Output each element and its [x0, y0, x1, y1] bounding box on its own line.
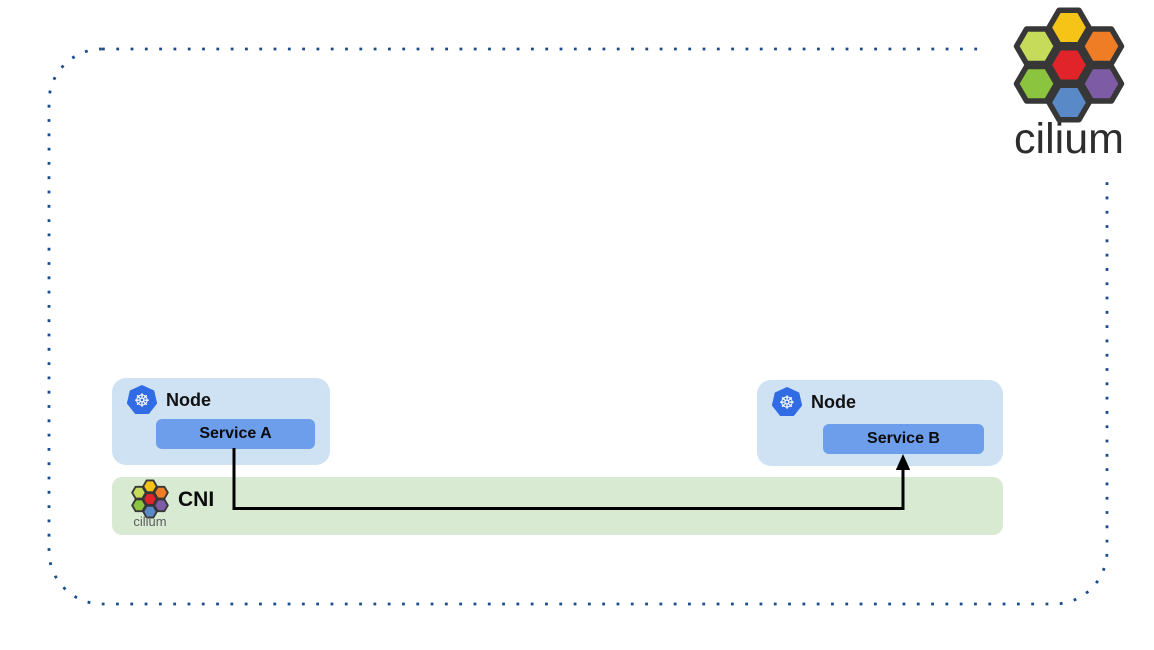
node-header: ☸ Node	[772, 387, 856, 417]
cilium-logo-icon	[131, 479, 169, 519]
cilium-brand-logo: cilium	[984, 0, 1154, 172]
service-b-label: Service B	[867, 430, 940, 447]
svg-text:☸: ☸	[134, 391, 150, 412]
node-label: Node	[166, 389, 211, 410]
node-label: Node	[811, 391, 856, 412]
cni-cilium-label: cilium	[133, 514, 167, 529]
service-a-chip: Service A	[156, 419, 315, 449]
cni-label: CNI	[178, 488, 215, 511]
kubernetes-icon: ☸	[127, 385, 157, 415]
node-box-left: ☸ Node Service A	[112, 378, 330, 465]
node-box-right: ☸ Node Service B	[757, 380, 1003, 466]
service-a-label: Service A	[199, 425, 272, 442]
kubernetes-icon: ☸	[772, 387, 802, 417]
cilium-wordmark: cilium	[1014, 115, 1124, 163]
cilium-logo-icon	[1013, 7, 1125, 123]
service-b-chip: Service B	[823, 424, 984, 454]
node-header: ☸ Node	[127, 385, 211, 415]
cni-cilium-logo: cilium	[120, 479, 180, 528]
cni-bar: cilium CNI	[112, 477, 1003, 535]
svg-text:☸: ☸	[779, 393, 795, 414]
